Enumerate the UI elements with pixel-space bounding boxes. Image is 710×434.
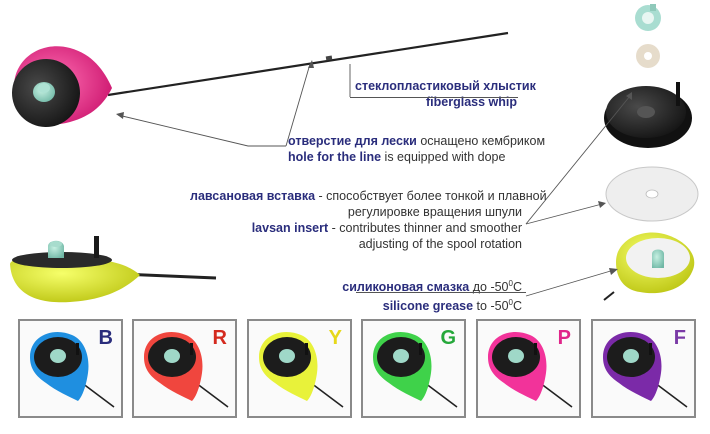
color-variant-rod-icon (30, 331, 115, 408)
color-variant-letter: F (673, 327, 686, 349)
color-variant-letter: R (212, 327, 227, 349)
hole-label-en-em: hole for the line (288, 150, 382, 164)
grease-label-en-em: silicone grease (382, 299, 474, 314)
leader-lines (117, 63, 631, 297)
whip-label-underline (350, 97, 518, 98)
hole-label: отверстие для лески оснащено кембриком h… (288, 133, 545, 165)
grease-label-ru-degree: 0 (508, 279, 513, 288)
grease-label-underline (356, 292, 526, 293)
yellow-body-part (603, 232, 695, 301)
color-variant-rod-icon (603, 331, 688, 408)
lavsan-label-en-rest: - contributes thinner and smoother (328, 221, 522, 235)
color-variant-swatch: Y (247, 319, 352, 418)
color-variant-swatch: G (361, 319, 466, 418)
color-variant-rod-icon (373, 331, 458, 408)
color-variant-rod-icon (259, 331, 344, 408)
pink-rod-image (12, 31, 509, 127)
hole-label-en-rest: is equipped with dope (381, 150, 506, 164)
grease-label-ru-unit: C (512, 280, 522, 295)
yellow-spool-disc (12, 252, 112, 268)
lavsan-label-en-line2: adjusting of the spool rotation (358, 237, 522, 251)
grease-label-ru-em: силиконовая смазка (342, 280, 470, 295)
color-variant-swatch: R (132, 319, 237, 418)
whip-label-ru: стеклопластиковый хлыстик (355, 79, 536, 93)
yellow-rod-image (10, 236, 217, 303)
lavsan-label-ru-rest: - способствует более тонкой и плавной (315, 189, 547, 203)
grease-label-en-degree: 0 (508, 298, 513, 308)
color-variant-letter: B (98, 327, 113, 349)
leader-arrowheads (116, 60, 632, 275)
grease-label-en-unit: C (512, 299, 522, 314)
exploded-parts (603, 4, 699, 301)
color-variant-swatch: P (476, 319, 581, 418)
color-variant-swatch: F (591, 319, 696, 418)
washer-part (636, 44, 660, 68)
yellow-handle (10, 257, 140, 303)
lavsan-insert-part (605, 166, 699, 222)
color-variant-swatch: B (18, 319, 123, 418)
yellow-spool-pin (94, 236, 99, 258)
hole-label-ru-em: отверстие для лески (288, 134, 417, 148)
lavsan-label: лавсановая вставка - способствует более … (190, 188, 547, 252)
color-variant-letter: P (557, 327, 571, 349)
lavsan-label-ru-em: лавсановая вставка (190, 189, 316, 203)
whip-label-en: fiberglass whip (426, 95, 517, 109)
fiberglass-whip (107, 31, 509, 97)
grease-label-ru-rest: до -50 (469, 280, 509, 295)
hole-label-ru-rest: оснащено кембриком (416, 134, 546, 148)
grease-label: силиконовая смазка до -500C silicone gre… (300, 276, 522, 314)
knob-part (635, 4, 661, 31)
color-variant-rod-icon (488, 331, 573, 408)
color-variant-rod-icon (144, 331, 229, 408)
color-variant-letter: Y (328, 327, 342, 349)
black-spool-part (604, 82, 692, 148)
lavsan-label-ru-line2: регулировке вращения шпули (347, 205, 522, 219)
whip-label: стеклопластиковый хлыстик fiberglass whi… (355, 78, 536, 110)
color-variant-letter: G (440, 327, 456, 349)
lavsan-label-en-em: lavsan insert (251, 221, 329, 235)
grease-label-en-rest: to -50 (473, 299, 509, 314)
